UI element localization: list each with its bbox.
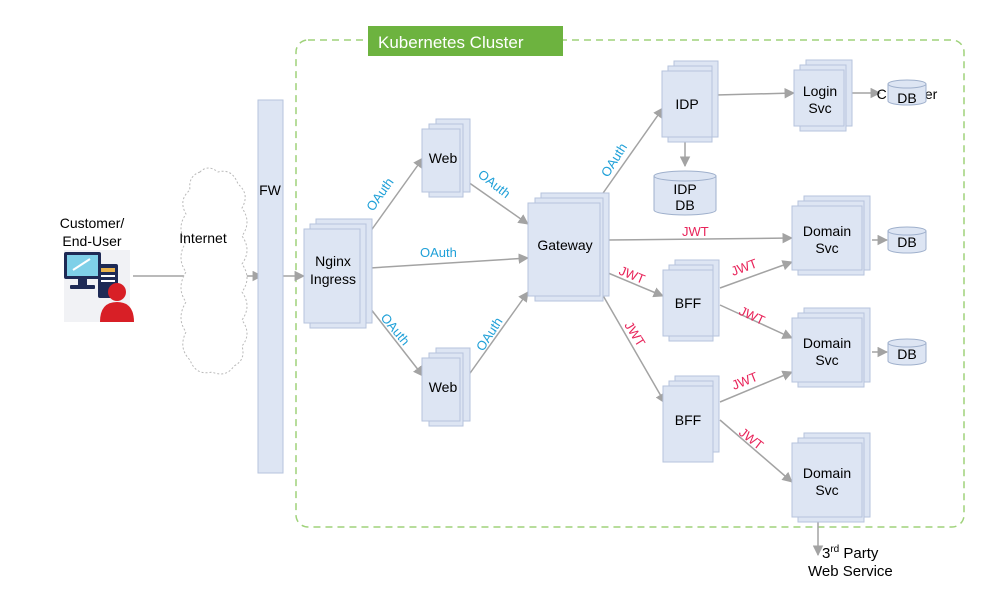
bff-bottom-label: BFF (675, 412, 701, 428)
nginx-label-line2: Ingress (310, 271, 356, 287)
gateway-to-idp-line (600, 107, 664, 197)
oauth-label-nginx-gateway: OAuth (420, 245, 457, 260)
connectors (133, 87, 889, 557)
gateway-to-bff-bottom-line (600, 291, 666, 404)
fw-bar (257, 99, 284, 474)
domain-svc-3: Domain Svc (791, 432, 871, 523)
idp-db-label-line2: DB (675, 197, 694, 213)
bff-bottom: BFF (662, 375, 720, 463)
bff-top-to-domain1-line (719, 260, 793, 289)
web-bottom-label: Web (429, 379, 458, 395)
domain2-label-line2: Svc (815, 352, 838, 368)
login-svc-label-line1: Login (803, 83, 837, 99)
gateway: Gateway (527, 192, 610, 302)
idp-to-login-line (715, 87, 796, 99)
web-top: Web (421, 118, 471, 198)
cloud-shape (180, 167, 248, 375)
bff-top: BFF (662, 259, 720, 342)
internet-label: Internet (179, 230, 227, 246)
login-svc-label-line2: Svc (808, 100, 831, 116)
domain3-label-line2: Svc (815, 482, 838, 498)
nginx-to-gateway-line (369, 253, 530, 269)
third-party-label-line1: 3rd Party (822, 544, 879, 562)
cluster-title: Kubernetes Cluster (378, 33, 524, 52)
user-computer-icon (64, 250, 134, 322)
web-top-to-gateway-line (467, 181, 529, 225)
domain2-db: DB (887, 338, 927, 366)
firewall: FW (257, 99, 284, 474)
user-label-line1: Customer/ (60, 215, 125, 231)
kubernetes-cluster: Kubernetes Cluster (295, 26, 965, 528)
customer-db-label: DB (897, 90, 916, 106)
bff-bottom-to-domain2-line (719, 370, 793, 403)
user-label-line2: End-User (62, 233, 121, 249)
nginx-to-web-top-line (369, 157, 424, 233)
web-top-label: Web (429, 150, 458, 166)
login-svc: Login Svc (793, 59, 853, 132)
domain1-db: DB (887, 226, 927, 254)
customer-db: Customer DB (877, 79, 938, 106)
oauth-label-web-top-gateway: OAuth (475, 167, 513, 202)
domain2-label-line1: Domain (803, 335, 851, 351)
fw-label: FW (259, 182, 282, 198)
third-party-label-line2: Web Service (808, 563, 893, 580)
jwt-label-gateway-domain1: JWT (682, 224, 709, 239)
cluster-border (295, 39, 965, 528)
gateway-to-domain1-line (607, 232, 794, 244)
idp-label: IDP (675, 96, 698, 112)
domain-svc-1: Domain Svc (791, 195, 871, 276)
web-bottom-to-gateway-line (467, 291, 529, 377)
domain1-label-line1: Domain (803, 223, 851, 239)
oauth-label-gateway-idp: OAuth (598, 140, 630, 179)
domain2-db-label: DB (897, 346, 916, 362)
gateway-label: Gateway (537, 237, 592, 253)
nginx-to-web-bottom-line (369, 307, 424, 377)
third-party-web-service: 3rd Party Web Service (808, 544, 893, 580)
oauth-label-web-bottom-gateway: OAuth (473, 315, 506, 354)
internet-cloud: Internet (179, 167, 248, 375)
domain1-label-line2: Svc (815, 240, 838, 256)
nginx-label-line1: Nginx (315, 253, 351, 269)
nginx-ingress: Nginx Ingress (303, 218, 373, 329)
bff-bottom-to-domain3-line (719, 419, 793, 483)
domain3-label-line1: Domain (803, 465, 851, 481)
bff-top-label: BFF (675, 295, 701, 311)
domain1-db-label: DB (897, 234, 916, 250)
oauth-label-nginx-web-top: OAuth (363, 175, 396, 214)
idp-db-label-line1: IDP (673, 181, 696, 197)
jwt-label-bff-bottom-domain2: JWT (730, 369, 760, 393)
idp: IDP (661, 60, 719, 143)
idp-db: IDP DB (653, 170, 717, 216)
gateway-to-bff-top-line (600, 269, 664, 298)
customer-end-user: Customer/ End-User (60, 215, 134, 322)
oauth-label-nginx-web-bottom: OAuth (378, 310, 413, 348)
domain-svc-2: Domain Svc (791, 307, 871, 388)
cluster-title-bg (368, 26, 563, 56)
bff-top-to-domain2-line (719, 304, 793, 339)
web-bottom: Web (421, 347, 471, 427)
jwt-label-bff-bottom-domain3: JWT (736, 425, 766, 453)
